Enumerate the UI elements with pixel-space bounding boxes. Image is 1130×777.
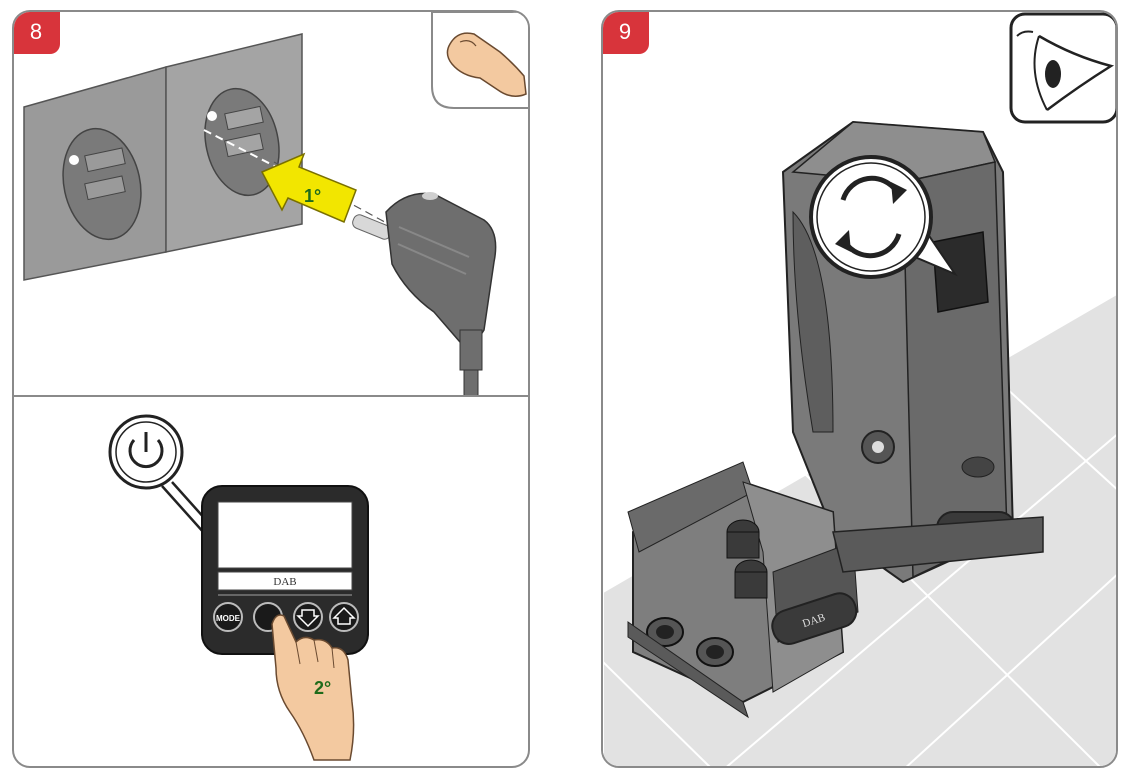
step-8-panel: 8 1°	[12, 10, 530, 768]
step-9-illustration: DAB DAB	[603, 12, 1116, 766]
arrow-down-icon	[296, 609, 320, 628]
eye-icon	[1009, 12, 1116, 124]
press-step-label: 2°	[314, 678, 331, 698]
wall-socket-right	[165, 33, 303, 253]
power-plug	[352, 192, 497, 397]
rotate-arrows-icon	[809, 155, 958, 279]
arrow-up-icon	[332, 606, 356, 625]
power-icon	[108, 414, 184, 490]
display-brand: DAB	[273, 576, 296, 588]
mode-button[interactable]: MODE	[213, 602, 243, 632]
step-number-badge: 9	[603, 12, 649, 54]
svg-text:MODE: MODE	[216, 614, 241, 623]
pressing-hand	[271, 614, 355, 761]
hand-icon	[431, 12, 528, 109]
connection-box: DAB	[627, 461, 859, 719]
control-display: DAB	[201, 485, 369, 655]
pump-display	[932, 231, 989, 313]
step-8-illustration: 1° DAB	[23, 12, 528, 761]
plug-step-label: 1°	[304, 186, 321, 206]
wall-socket-left	[23, 66, 167, 281]
insert-arrow-icon	[260, 152, 357, 223]
up-button[interactable]	[329, 602, 359, 632]
step-9-panel: 9	[601, 10, 1118, 768]
step-number-badge: 8	[14, 12, 60, 54]
display-buttons: MODE	[213, 602, 359, 632]
panel-divider	[14, 395, 528, 397]
down-button[interactable]	[293, 602, 323, 632]
